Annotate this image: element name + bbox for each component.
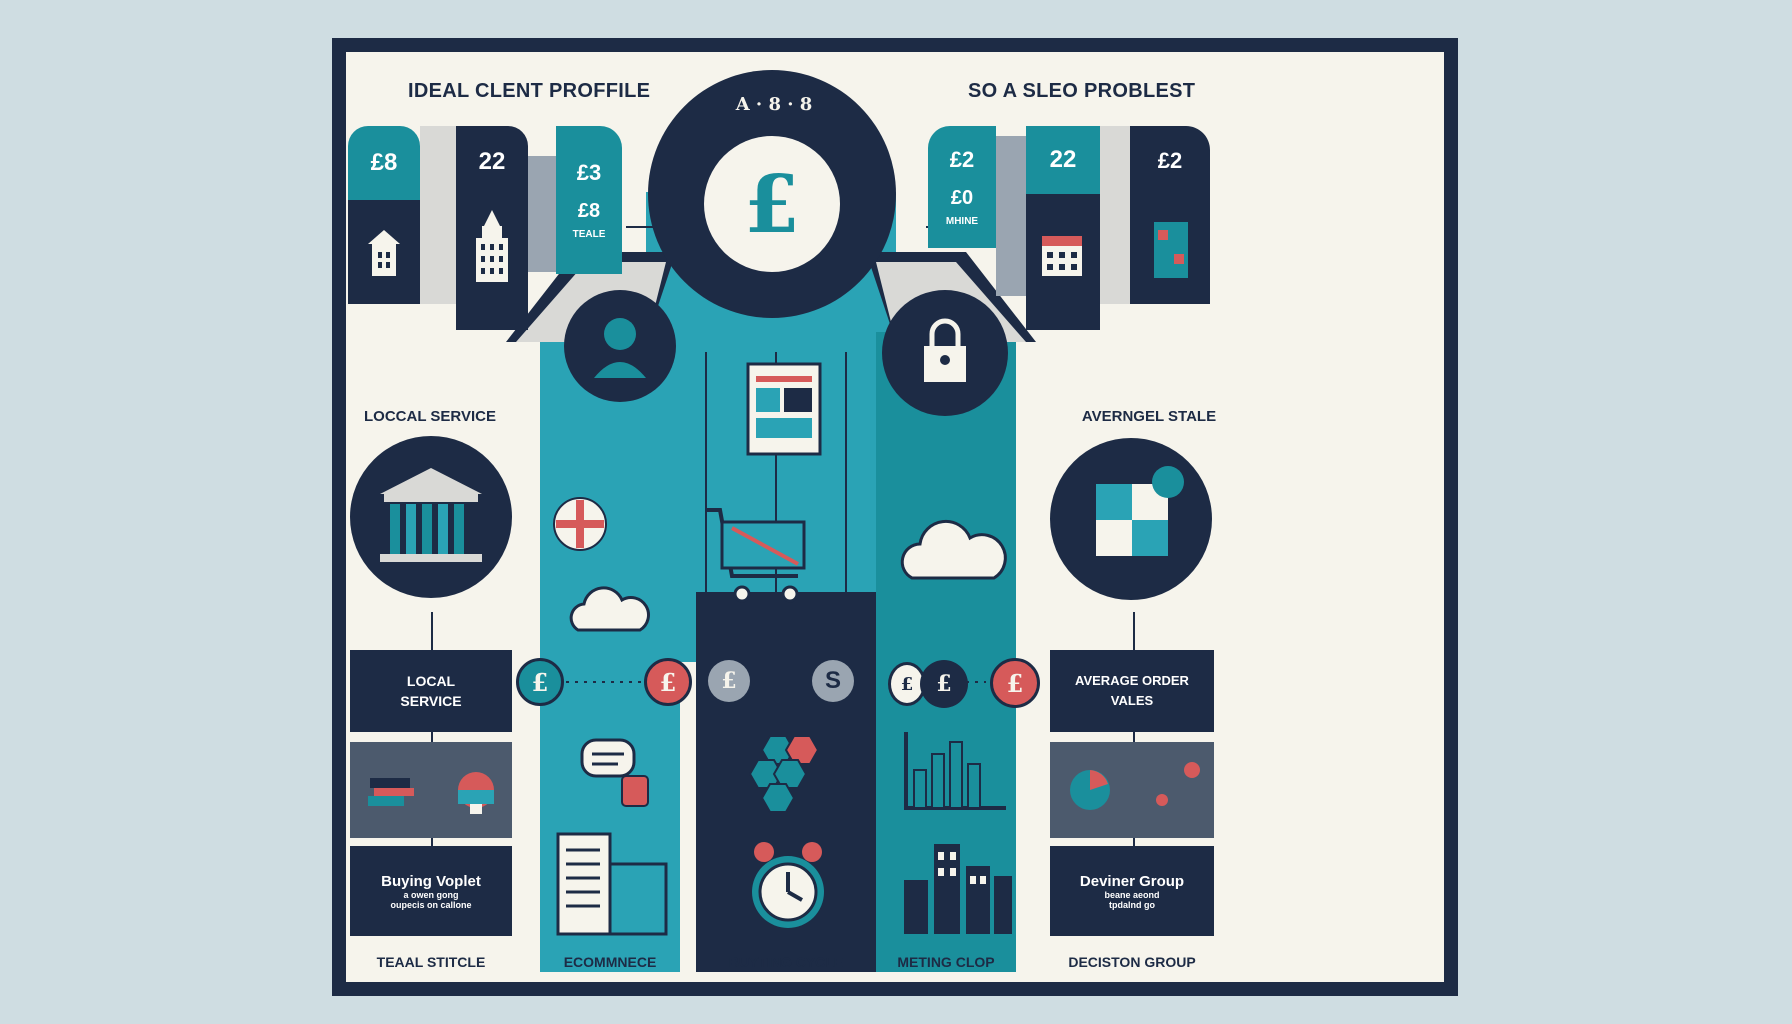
decision-line1: beane aeond [1104,889,1160,900]
local-service-line1: LOCAL [406,673,456,689]
card-left-b: 22 [456,126,528,330]
pie-gauge-icon [1070,762,1200,810]
pound-token-5: £ [920,660,968,708]
document-icon [746,362,822,456]
card-right-a: £2 £0 MHINE [928,126,996,248]
pound-token-3-symbol: £ [721,668,737,694]
card-right-c-value: £2 [1157,148,1183,173]
dollar-token: S [812,660,854,702]
chat-bubble-icon [580,738,649,807]
card-left-c-value2: £8 [577,200,601,222]
footer-col4: METING CLOP [897,954,995,970]
pound-token-6: £ [990,658,1040,708]
average-order-line2: VALES [1110,693,1154,708]
pound-token-2: £ [644,658,692,706]
shopping-cart-icon [706,508,806,603]
heading-left: IDEAL CLENT PROFFILE [408,80,651,102]
card-right-a-caption: MHINE [945,216,979,227]
cloud-icon-right [900,519,1007,580]
card-right-b-value: 22 [1026,126,1100,194]
poster-sheet: IDEAL CLENT PROFFILE SO A SLEO PROBLEST … [346,52,1444,982]
uk-flag-icon [553,497,607,551]
card-left-spacer [420,126,456,304]
lock-icon [924,318,966,382]
dollar-token-symbol: S [824,667,841,694]
average-order-box: AVERAGE ORDER VALES [1050,650,1214,732]
side-label-left: LOCCAL SERVICE [364,408,496,425]
left-illustration-panel [350,742,512,838]
calendar-icon [1042,236,1082,276]
right-illustration-panel [1050,742,1214,838]
building-icon [476,210,508,282]
local-service-line2: SERVICE [400,693,462,709]
card-left-c: £3 £8 TEALE [556,126,622,274]
pound-token-2-symbol: £ [659,667,677,697]
footer-col5: DECISTON GROUP [1068,954,1196,970]
local-service-box: LOCAL SERVICE [350,650,512,732]
pound-token-1: £ [516,658,564,706]
decision-box: Deviner Group beane aeond tpdalnd go [1050,846,1214,936]
card-left-divider [528,156,556,272]
lock-circle [882,290,1008,416]
card-right-a-value: £2 [949,147,975,172]
balloon-icon [368,772,494,814]
footer-col1: TEAAL STITCLE [376,954,486,970]
card-right-b: 22 [1026,126,1100,330]
person-circle [564,290,676,402]
person-icon [594,318,646,378]
card-left-a-body [348,200,420,304]
footer-col2: ECOMMNECE [563,954,657,970]
bank-circle [350,436,512,598]
pound-token-5-symbol: £ [936,671,952,697]
bar-chart-icon [904,732,1006,810]
card-left-b-value: 22 [478,148,506,175]
average-order-line1: AVERAGE ORDER [1075,673,1189,688]
alarm-clock-icon [752,842,824,928]
card-right-divider [996,136,1026,296]
buying-title: Buying Voplet [381,872,481,890]
cloud-icon-left [569,586,650,632]
city-skyline-icon [904,844,1012,934]
pound-token-6-symbol: £ [1006,668,1024,698]
card-right-spacer [1100,126,1130,304]
decision-line2: tpdalnd go [1109,899,1155,910]
pound-token-1-symbol: £ [531,667,549,697]
center-hub-marks: A · 8 · 8 [735,94,813,115]
footer-col3: BUYTING CYCLE [728,954,844,970]
office-building-icon [556,832,668,936]
pound-circle: £ [704,136,840,272]
hexagon-cluster-icon [748,735,820,813]
house-icon [368,230,400,276]
bank-icon [380,468,482,562]
heading-right: SO A SLEO PROBLEST [968,80,1196,102]
card-left-c-value: £3 [576,160,602,185]
buying-line2: oupecis on callone [390,899,472,910]
card-right-c: £2 [1130,126,1210,304]
blocks-circle [1050,438,1212,600]
decision-title: Deviner Group [1079,872,1185,890]
buying-line1: a owen gong [403,889,459,900]
card-left-a: £8 [348,126,420,200]
money-bag-symbol: £ [900,673,914,695]
card-left-c-caption: TEALE [572,229,606,240]
blocks-icon [1154,222,1188,278]
buying-box: Buying Voplet a owen gong oupecis on cal… [350,846,512,936]
pound-icon: £ [744,157,800,251]
side-label-right: AVERNGEL STALE [1081,408,1217,425]
chart-blocks-icon [1096,466,1184,556]
card-right-a-value2: £0 [950,187,974,209]
pound-token-3: £ [708,660,750,702]
